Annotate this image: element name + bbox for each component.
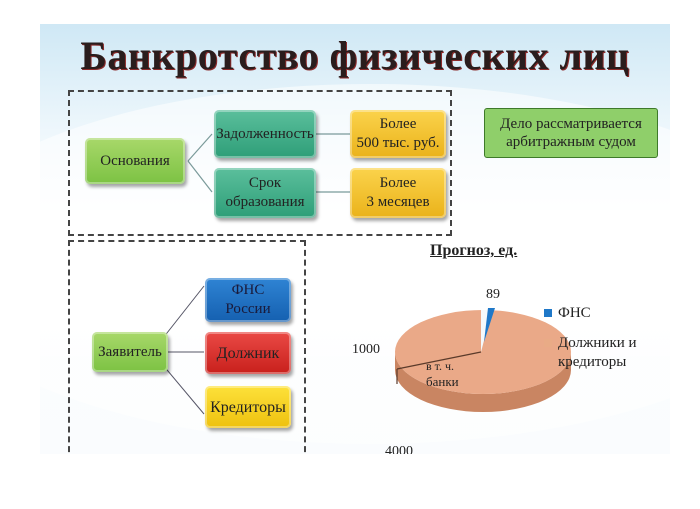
- grounds-root-box: Основания: [85, 138, 185, 184]
- fns-value-label: 89: [486, 287, 500, 302]
- chart-title: Прогноз, ед.: [430, 242, 518, 259]
- applicant-frame: [68, 240, 306, 454]
- pie-side: [395, 352, 571, 412]
- term-label-line2: образования: [225, 194, 305, 210]
- decor-arc-2: [40, 174, 670, 454]
- page-title: Банкротство физических лиц: [80, 33, 630, 78]
- debt-label: Задолженность: [216, 125, 314, 142]
- creditors-label: Кредиторы: [210, 398, 286, 416]
- term-threshold-line2: 3 месяцев: [366, 194, 430, 210]
- term-label-line1: Срок: [248, 175, 282, 191]
- applicant-root-label: Заявитель: [98, 343, 162, 360]
- legend-debtors: Должники и кредиторы: [544, 334, 637, 372]
- debt-threshold-line2: 500 тыс. руб.: [356, 135, 440, 151]
- applicant-fns-box: ФНС России: [205, 278, 291, 322]
- debtor-label: Должник: [216, 344, 280, 362]
- debt-threshold-line1: Более: [379, 116, 417, 132]
- debt-box: Задолженность: [214, 110, 316, 158]
- legend-fns: ФНС: [544, 304, 591, 323]
- court-note-scroll: Дело рассматривается арбитражным судом: [484, 108, 658, 158]
- debtors-value-label: 4000: [385, 444, 413, 454]
- legend-swatch-fns: [544, 309, 552, 317]
- pie-chart: [395, 308, 571, 412]
- applicant-creditors-box: Кредиторы: [205, 386, 291, 428]
- legend-debtors-line1: Должники и: [558, 335, 637, 351]
- legend-debtors-line2: кредиторы: [558, 354, 627, 370]
- legend-fns-label: ФНС: [558, 305, 591, 321]
- banks-note-line1: в т. ч.: [426, 359, 455, 373]
- grounds-frame: [68, 90, 452, 236]
- court-note-line2: арбитражным судом: [506, 134, 636, 150]
- court-note-line1: Дело рассматривается: [500, 116, 642, 132]
- legend-swatch-debtors: [544, 339, 552, 347]
- fns-line2: России: [225, 301, 271, 317]
- pie-slice-fns: [484, 308, 495, 342]
- term-threshold-line1: Более: [379, 175, 417, 191]
- grounds-root-label: Основания: [100, 152, 170, 169]
- applicant-debtor-box: Должник: [205, 332, 291, 374]
- banks-note-line2: банки: [426, 374, 459, 389]
- term-box: Срок образования: [214, 168, 316, 218]
- banks-value-label: 1000: [352, 342, 380, 357]
- applicant-root-box: Заявитель: [92, 332, 168, 372]
- fns-line1: ФНС: [231, 282, 265, 298]
- slide-background: Банкротство физических лиц Основания Зад…: [40, 24, 670, 454]
- debt-threshold-box: Более 500 тыс. руб.: [350, 110, 446, 158]
- pie-slice-debtors: [395, 310, 571, 394]
- term-threshold-box: Более 3 месяцев: [350, 168, 446, 218]
